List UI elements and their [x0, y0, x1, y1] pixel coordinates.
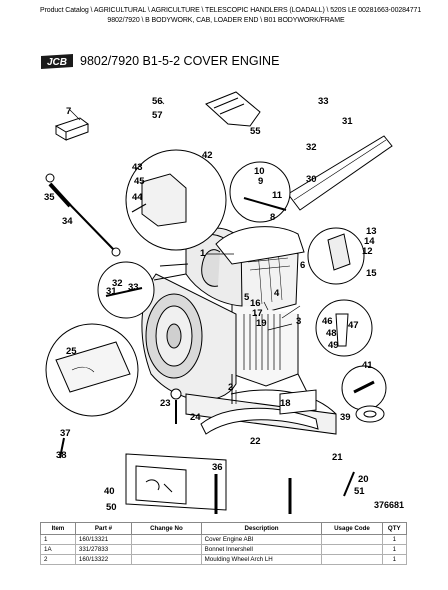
callout-17: 17 [252, 308, 263, 319]
header-part-number: Part # [74, 522, 133, 535]
cell-item: 2 [40, 554, 76, 565]
callout-31: 31 [106, 286, 117, 297]
diagram-reference-number: 376681 [374, 500, 404, 510]
callout-25: 25 [66, 346, 77, 357]
callout-36: 36 [212, 462, 223, 473]
cell-description: Cover Engine ABI [200, 534, 323, 545]
breadcrumb-line-2[interactable]: 9802/7920 \ B BODYWORK, CAB, LOADER END … [107, 17, 345, 24]
callout-11: 11 [272, 190, 283, 201]
callout-13: 13 [366, 226, 377, 237]
callout-50: 50 [106, 502, 117, 513]
cell-change-no [131, 554, 202, 565]
header-qty: QTY [381, 522, 408, 535]
bonnet-drawing [215, 226, 305, 265]
callout-20: 20 [358, 474, 369, 485]
callout-35: 35 [44, 192, 55, 203]
callout-33b: 33 [318, 96, 329, 107]
cell-description: Bonnet Innershell [200, 544, 323, 555]
callout-6: 6 [300, 260, 305, 271]
cell-qty: 1 [381, 534, 408, 545]
callout-40: 40 [104, 486, 115, 497]
cell-part-number[interactable]: 160/13321 [74, 534, 133, 545]
cell-item: 1 [40, 534, 76, 545]
table-row[interactable]: 2 160/13322 Moulding Wheel Arch LH 1 [40, 554, 408, 565]
cell-qty: 1 [381, 544, 408, 555]
callout-48: 48 [326, 328, 337, 339]
cell-usage-code [321, 544, 383, 555]
callout-51: 51 [354, 486, 365, 497]
header-change-no: Change No [131, 522, 202, 535]
cell-part-number[interactable]: 160/13322 [74, 554, 133, 565]
breadcrumb: Product Catalog \ AGRICULTURAL \ AGRICUL… [40, 6, 422, 26]
page-title: 9802/7920 B1-5-2 COVER ENGINE [80, 54, 280, 68]
callout-16: 16 [250, 298, 261, 309]
callout-43: 43 [132, 162, 143, 173]
callout-3: 3 [296, 316, 301, 327]
exploded-parts-diagram: 1 2 3 4 6 7 8 9 10 11 12 13 14 15 18 20 … [44, 91, 404, 514]
callout-14: 14 [364, 236, 375, 247]
machine-body-drawing [141, 227, 337, 435]
callout-12: 12 [362, 246, 373, 257]
cell-change-no [131, 544, 202, 555]
callout-47: 47 [348, 320, 359, 331]
callout-15: 15 [366, 268, 377, 279]
callout-7: 7 [66, 106, 71, 117]
callout-18: 18 [280, 398, 291, 409]
callout-45: 45 [134, 176, 145, 187]
callout-39: 39 [340, 412, 351, 423]
callout-32b: 32 [306, 142, 317, 153]
callout-10: 10 [254, 166, 265, 177]
cell-qty: 1 [381, 554, 408, 565]
header-item: Item [40, 522, 76, 535]
cell-description: Moulding Wheel Arch LH [200, 554, 323, 565]
callout-33: 33 [128, 282, 139, 293]
callout-44: 44 [132, 192, 143, 203]
callout-8: 8 [270, 212, 275, 223]
callout-19: 19 [256, 318, 267, 329]
callout-23: 23 [160, 398, 171, 409]
callout-56: 56 [152, 96, 163, 107]
callout-21: 21 [332, 452, 343, 463]
callout-37: 37 [60, 428, 71, 439]
callout-41: 41 [362, 360, 373, 371]
cell-part-number[interactable]: 331/27833 [74, 544, 133, 555]
cell-usage-code [321, 534, 383, 545]
callout-24: 24 [190, 412, 201, 423]
callout-57: 57 [152, 110, 163, 121]
cell-usage-code [321, 554, 383, 565]
callout-55: 55 [250, 126, 261, 137]
callout-49: 49 [328, 340, 339, 351]
logo-text: JCB [47, 57, 67, 68]
cell-item: 1A [40, 544, 76, 555]
parts-table-header: Item Part # Change No Description Usage … [40, 522, 408, 535]
callout-32: 32 [112, 278, 123, 289]
header-description: Description [200, 522, 323, 535]
wheel-arch-drawing [200, 407, 319, 435]
callout-46: 46 [322, 316, 333, 327]
callout-2: 2 [228, 382, 233, 393]
table-row[interactable]: 1A 331/27833 Bonnet Innershell 1 [40, 544, 408, 555]
cell-change-no [131, 534, 202, 545]
callout-22: 22 [250, 436, 261, 447]
callout-9: 9 [258, 176, 263, 187]
header-usage-code: Usage Code [321, 522, 383, 535]
callout-30: 30 [306, 174, 317, 185]
breadcrumb-line-1[interactable]: Product Catalog \ AGRICULTURAL \ AGRICUL… [40, 7, 422, 14]
jcb-logo: JCB [41, 54, 73, 69]
callout-42: 42 [202, 150, 213, 161]
callout-31b: 31 [342, 116, 353, 127]
callout-5: 5 [244, 292, 250, 303]
callout-4: 4 [274, 288, 280, 299]
callout-1: 1 [200, 248, 206, 259]
table-row[interactable]: 1 160/13321 Cover Engine ABI 1 [40, 534, 408, 545]
parts-table: Item Part # Change No Description Usage … [40, 522, 408, 565]
callout-34: 34 [62, 216, 73, 227]
callout-38: 38 [56, 450, 67, 461]
